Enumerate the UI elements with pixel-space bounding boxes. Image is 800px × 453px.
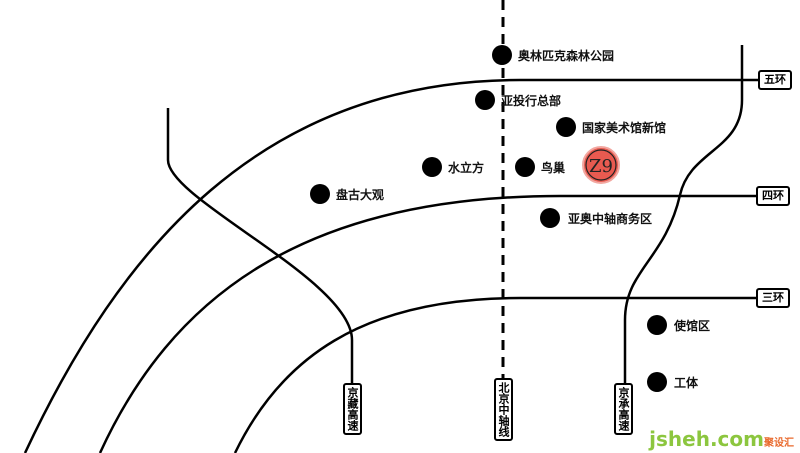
- dot-pangu-plaza: [310, 184, 330, 204]
- fifth-ring-road: [23, 78, 760, 453]
- dot-workers-stadium: [647, 372, 667, 392]
- label-aiib-hq: 亚投行总部: [501, 94, 562, 108]
- dot-olympic-forest-park: [492, 45, 512, 65]
- fourth-ring-label: 四环: [756, 186, 790, 206]
- label-workers-stadium: 工体: [674, 376, 699, 390]
- fifth-ring-label: 五环: [758, 70, 792, 90]
- label-olympic-forest-park: 奥林匹克森林公园: [518, 49, 615, 63]
- dot-aiib-hq: [475, 90, 495, 110]
- jingcheng-expressway: [623, 45, 744, 385]
- label-yaao-cbd: 亚奥中轴商务区: [568, 212, 653, 226]
- dot-embassy-area: [647, 315, 667, 335]
- watermark-cn: 聚设汇: [764, 438, 794, 449]
- place-dots: [310, 45, 667, 392]
- project-logo-icon: Z9: [582, 146, 620, 184]
- central-axis-label: 北京中轴线: [494, 378, 513, 441]
- label-embassy-area: 使馆区: [674, 319, 711, 333]
- jingzang-expressway-label: 京藏高速: [343, 383, 362, 435]
- label-pangu-plaza: 盘古大观: [336, 188, 385, 202]
- dot-birds-nest: [515, 157, 535, 177]
- watermark: jsheh.com聚设汇: [649, 427, 794, 451]
- fourth-ring-road: [98, 194, 760, 453]
- third-ring-label: 三环: [756, 288, 790, 308]
- dot-yaao-cbd: [540, 208, 560, 228]
- dot-water-cube: [422, 157, 442, 177]
- label-national-art-museum: 国家美术馆新馆: [582, 121, 667, 135]
- jingzang-expressway: [166, 108, 354, 385]
- label-water-cube: 水立方: [448, 161, 485, 175]
- jingcheng-expressway-label: 京承高速: [614, 383, 633, 435]
- svg-text:Z9: Z9: [589, 156, 613, 177]
- label-birds-nest: 鸟巢: [541, 161, 566, 175]
- third-ring-road: [233, 296, 760, 453]
- watermark-main: jsheh.com: [649, 427, 764, 451]
- dot-national-art-museum: [556, 117, 576, 137]
